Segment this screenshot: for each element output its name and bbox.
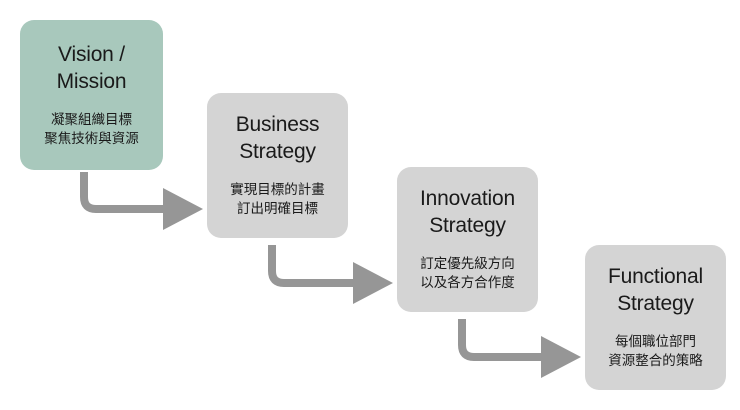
connector-business-to-innovation: [268, 245, 393, 304]
node-business-strategy[interactable]: Business Strategy 實現目標的計畫 訂出明確目標: [207, 93, 348, 238]
node-title: Functional Strategy: [608, 265, 703, 316]
node-innovation-strategy[interactable]: Innovation Strategy 訂定優先級方向 以及各方合作度: [397, 167, 538, 312]
node-functional-strategy[interactable]: Functional Strategy 每個職位部門 資源整合的策略: [585, 245, 726, 390]
connector-vision-to-business: [80, 172, 203, 230]
node-description: 實現目標的計畫 訂出明確目標: [230, 182, 325, 217]
node-vision-mission[interactable]: Vision / Mission 凝聚組織目標 聚焦技術與資源: [20, 20, 163, 170]
node-description: 每個職位部門 資源整合的策略: [608, 334, 703, 369]
node-title: Business Strategy: [235, 113, 320, 164]
connector-innovation-to-functional: [458, 319, 581, 378]
node-title: Vision / Mission: [56, 42, 127, 93]
node-title: Innovation Strategy: [420, 187, 515, 238]
node-description: 訂定優先級方向 以及各方合作度: [420, 256, 515, 291]
node-description: 凝聚組織目標 聚焦技術與資源: [44, 111, 139, 146]
